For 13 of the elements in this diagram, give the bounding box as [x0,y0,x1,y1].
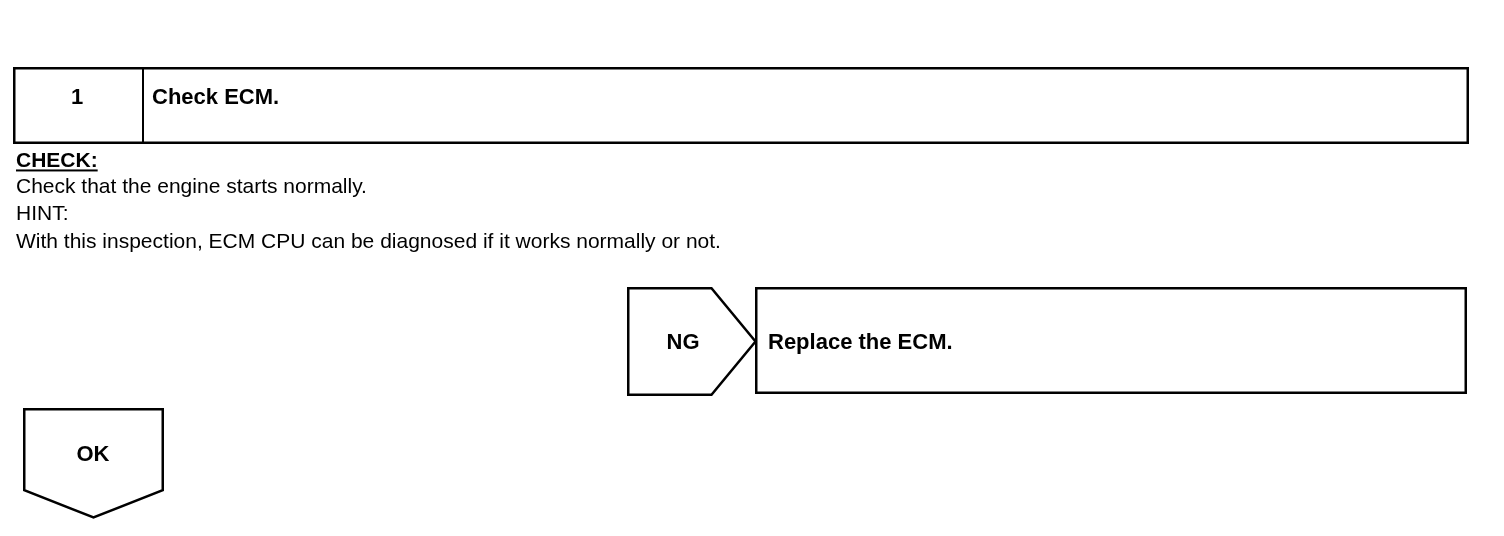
result-label: OK [76,441,110,467]
action-box [755,287,1467,394]
step-header-box [13,67,1469,144]
result-label: NG [666,329,700,355]
right-arrow-tag [627,287,757,396]
action-text: Replace the ECM. [768,329,953,355]
down-arrow-tag [23,408,164,519]
instruction-text: Check that the engine starts normally. [16,174,367,198]
section-heading: CHECK: [16,148,98,172]
step-title: Check ECM. [152,84,280,110]
hint-text: With this inspection, ECM CPU can be diagnosed if it works normally or not. [16,229,721,253]
step-number: 1 [70,84,84,110]
hint-heading: HINT: [16,201,69,225]
